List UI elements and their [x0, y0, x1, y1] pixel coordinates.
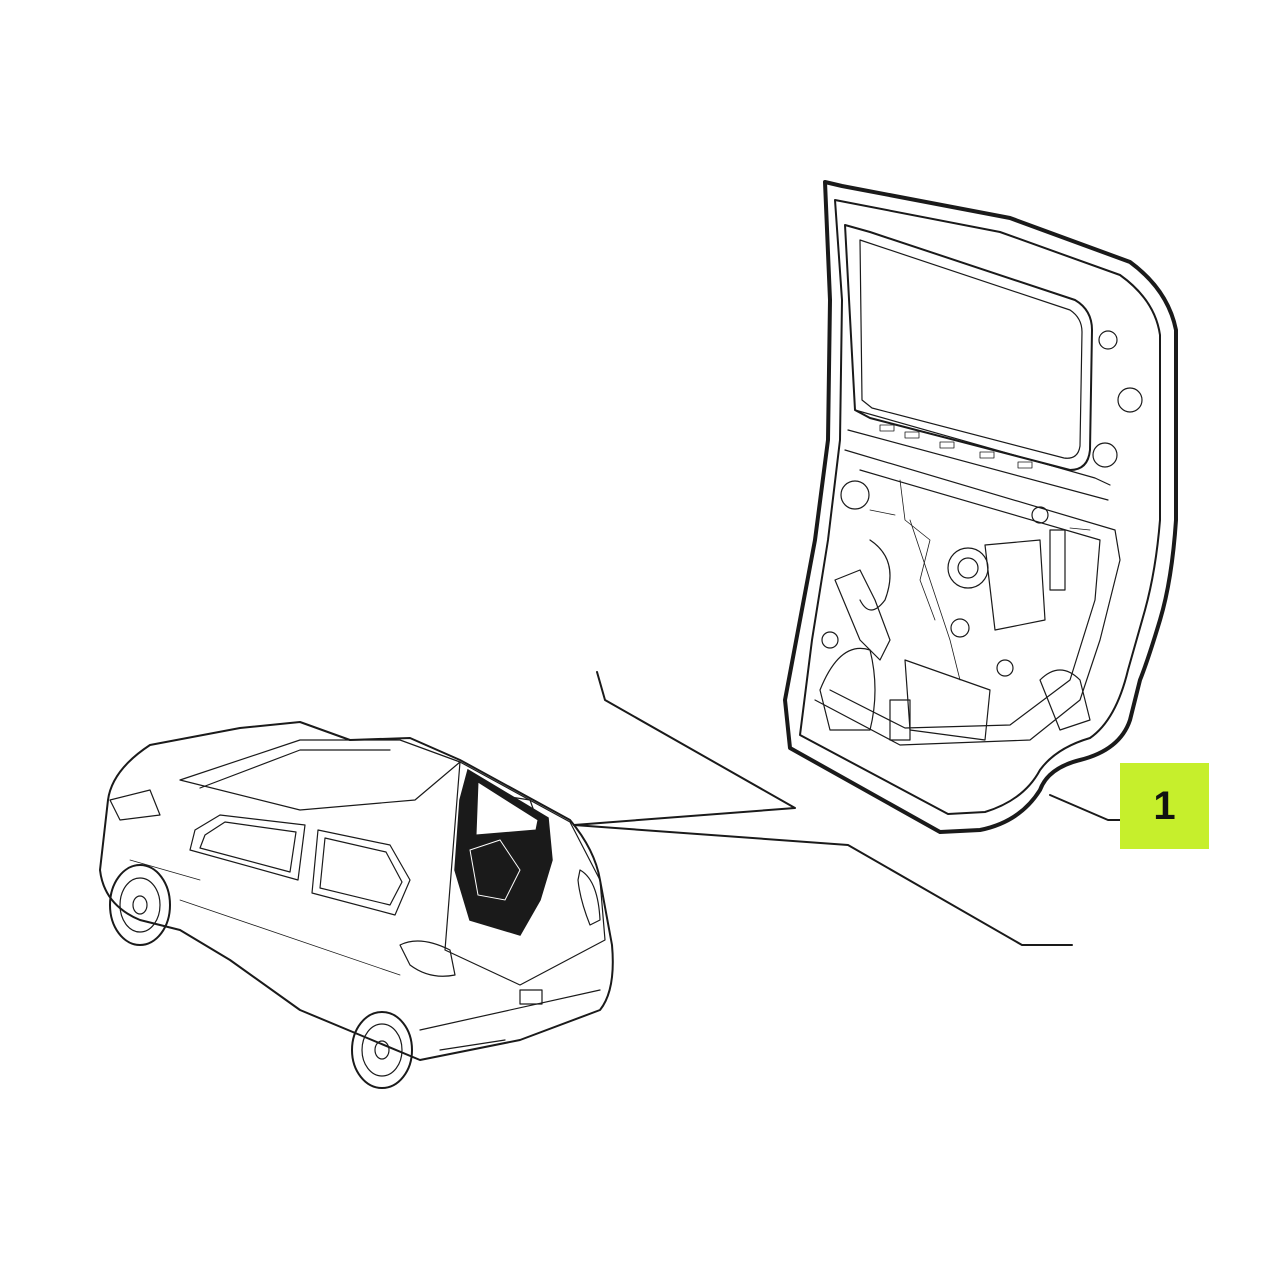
- installed-door-highlight: [454, 768, 553, 936]
- leader-lines: [573, 671, 1121, 946]
- rear-door-panel-icon: [783, 180, 1178, 834]
- car-illustration-icon: [99, 721, 614, 1089]
- callout-badge-background: [1120, 763, 1209, 849]
- part-number-callout[interactable]: 1: [1153, 783, 1176, 828]
